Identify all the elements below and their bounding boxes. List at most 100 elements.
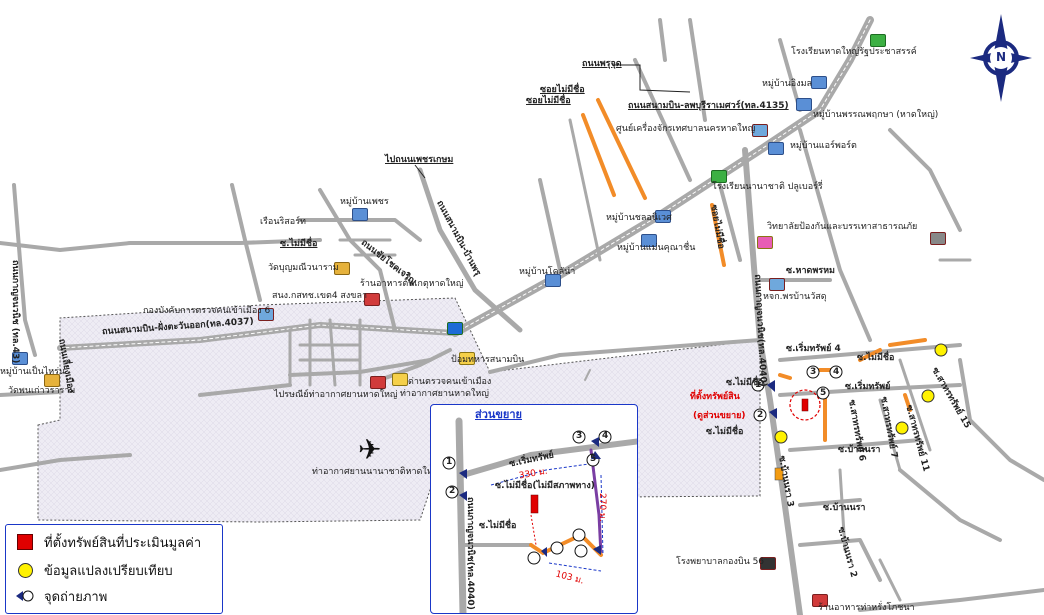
legend-property-icon [14, 534, 36, 550]
post-icon [370, 376, 386, 389]
legend-property-text: ที่ตั้งทรัพย์สินที่ประเมินมูลค่า [44, 535, 202, 551]
village-charoenphon-label: หมู่บ้านชลอนิเวศ [606, 213, 672, 223]
inset-soi-noname-label: ซ.ไม่มีชื่อ [479, 521, 517, 531]
soi-no-name-temple-label: ซ.ไม่มีชื่อ [280, 239, 318, 249]
temple-left-icon [44, 374, 60, 387]
immigration-label: ด่านตรวจคนเข้าเมือง [408, 377, 492, 387]
village-ingmon-icon [811, 76, 827, 89]
school-top-icon [870, 34, 886, 47]
inset-dist-270-label: 270 ม. [597, 493, 607, 522]
village-charoenphon-icon [655, 210, 671, 223]
road-kanchanawanit-left-label: ถนนกาญจนวนิช (ทล.43) [10, 260, 20, 364]
inset-number-5: 5 [590, 454, 597, 464]
resort-label: เรือนริสอร์ท [260, 217, 306, 227]
village-left-label: หมู่บ้านเป็นไหร่น [0, 367, 66, 377]
temple-left-label: วัดพนเก่าวราราม [8, 386, 76, 396]
comparison-markers [774, 343, 948, 444]
soi-noname-r2-label: ซ.ไม่มีชื่อ [726, 378, 764, 388]
restaurant-icon [364, 293, 380, 306]
hospital-label: โรงพยาบาลกองบิน 56 [676, 557, 765, 567]
soi-no-name-label-2: ซอยไม่มีชื่อ [526, 96, 571, 106]
photo-number-2: 2 [757, 410, 764, 420]
airport-label: ท่าอากาศยานนานาชาติหาดใหญ่ [312, 467, 441, 477]
compass-icon [970, 14, 1032, 102]
village-maenchuen-icon [641, 234, 657, 247]
international-school-icon [711, 170, 727, 183]
engineering-center-icon [752, 124, 768, 137]
shop-wat-label: หจก.พรบ้านวัสดุ [763, 292, 827, 302]
restaurant-label: ร้านอาหารต้นเกตุหาดใหญ่ [360, 279, 464, 289]
immigration2-label: ท่าอากาศยานหาดใหญ่ [400, 389, 489, 399]
soi-hatphrahom-label: ซ.หาดพรหม [786, 266, 835, 276]
village-kolna-label: หมู่บ้านโคลัน่า [519, 267, 576, 277]
village-airport-icon [768, 142, 784, 155]
leader-lines [414, 64, 691, 179]
legend-comparison-icon [14, 562, 36, 578]
compass: N [968, 12, 1034, 104]
restaurant-bottom-icon [812, 594, 828, 607]
inset-panel: ส่วนขยาย ซ.เริ่มทรัพย์ 330 ม. ซ.ไม่มีชื่… [430, 404, 638, 614]
temple-label: วัดบุญมณีวนาราม [268, 263, 339, 273]
soi-noname-r1-label: ซ.ไม่มีชื่อ [857, 353, 895, 363]
property-label-2: (ดูส่วนขยาย) [693, 411, 746, 421]
college-icon [930, 232, 946, 245]
village-petch-icon [352, 208, 368, 221]
airplane-icon: ✈ [358, 433, 382, 466]
oil-station-icon [447, 322, 463, 335]
legend-row-photo: จุดถ่ายภาพ [14, 585, 107, 607]
soi-no-name-label-1: ซอยไม่มีชื่อ [540, 85, 585, 95]
school-top-label: โรงเรียนหาดใหญ่รัฐประชาสรรค์ [791, 47, 917, 57]
village-kolna-icon [545, 274, 561, 287]
oil-station-label: ป้อมทหารสนามบิน [451, 355, 525, 365]
property-circle-main [789, 389, 821, 421]
soi-roengsap-label: ซ.เริ่มทรัพย์ 4 [786, 344, 841, 354]
compass-north-label: N [996, 50, 1007, 64]
property-marker-main [801, 398, 809, 412]
village-ingmon-label: หมู่บ้านอิงมล [762, 79, 813, 89]
legend-panel: ที่ตั้งทรัพย์สินที่ประเมินมูลค่า ข้อมูลแ… [5, 524, 223, 614]
inset-number-3: 3 [576, 431, 583, 441]
property-label-1: ที่ตั้งทรัพย์สิน [690, 392, 740, 402]
bank-icon [757, 236, 773, 249]
village-maenchuen-label: หมู่บ้านแม่นคุณาชื่น [617, 243, 696, 253]
international-school-label: โรงเรียนนานาชาติ ปลูเบอร์รี่ [712, 182, 823, 192]
village-petch-label: หมู่บ้านเพชร [340, 197, 389, 207]
inset-number-1: 1 [446, 457, 453, 467]
temple-icon [334, 262, 350, 275]
inset-number-2: 2 [449, 486, 456, 496]
soi-noname-r3-label: ซ.ไม่มีชื่อ [706, 427, 744, 437]
legend-comparison-text: ข้อมูลแปลงเปรียบเทียบ [44, 563, 173, 579]
village-airport-label: หมู่บ้านแอร์พอร์ต [790, 141, 857, 151]
to-phetkasem-label: ไปถนนเพชรเกษม [385, 155, 454, 165]
college-label: วิทยาลัยป้องกันและบรรเทาสาธารณภัย [767, 222, 918, 232]
photo-markers [751, 365, 843, 422]
inset-number-4: 4 [602, 431, 609, 441]
photo-number-1: 1 [755, 380, 762, 390]
soi-banrai-label: ซ.บ้านนรา [823, 503, 866, 513]
village-phanpruksa-icon [796, 98, 812, 111]
legend-row-comparison: ข้อมูลแปลงเปรียบเทียบ [14, 559, 173, 581]
legend-photo-icon [14, 588, 36, 604]
inset-title: ส่วนขยาย [475, 408, 522, 421]
police-icon [258, 308, 274, 321]
road-sanambin-lopburi-label: ถนนสนามบิน-ลพบุรีราเมศวร์(ทล.4135) [628, 101, 789, 111]
restaurant-bottom-label: ร้านอาหารท่าหรั่งโภชนา [818, 603, 915, 613]
photo-number-4: 4 [833, 367, 840, 377]
photo-number-3: 3 [810, 367, 817, 377]
inset-map [442, 417, 637, 613]
soi-banrai-label-small: ซ.บ้านนรา [838, 445, 881, 455]
engineering-center-label: ศูนย์เครื่องจักรเทศบาลนครหาดใหญ่ [616, 124, 756, 134]
songkhla-office-label: สนง.กสทช.เขต4 สงขลา [272, 291, 368, 301]
soi-roengsap2-label: ซ.เริ่มทรัพย์ [845, 382, 891, 392]
immigration2-icon [392, 373, 408, 386]
legend-row-property: ที่ตั้งทรัพย์สินที่ประเมินมูลค่า [14, 531, 201, 553]
inset-soi-noname-ramp-label: ซ.ไม่มีชื่อ(ไม่มีสภาพทาง) [495, 481, 595, 491]
village-phanpruksa-label: หมู่บ้านพรรณพฤกษา (หาดใหญ่) [813, 110, 939, 120]
shop-wat-icon [769, 278, 785, 291]
road-phrut-label: ถนนพรุจุด [582, 59, 622, 69]
police-label: กองบังคับการตรวจคนเข้าเมือง 6 [143, 306, 271, 316]
post-label: ไปรษณีย์ท่าอากาศยานหาดใหญ่ [274, 390, 398, 400]
village-left-icon [12, 352, 28, 365]
inset-road-kanchanawanit-label: ถนนกาญจนวนิช(ทล.4040) [465, 497, 475, 610]
photo-number-5: 5 [820, 388, 827, 398]
